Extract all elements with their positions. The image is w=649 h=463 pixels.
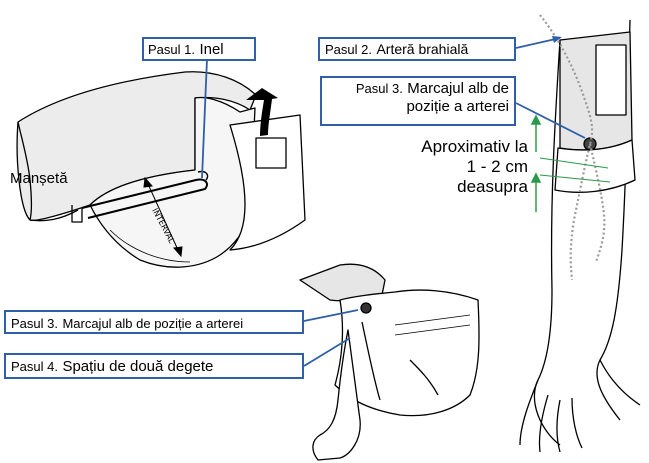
step3-right-line1: Marcajul alb de <box>407 80 509 97</box>
step3-left-text: Marcajul alb de poziție a arterei <box>62 316 244 331</box>
step3-right-callout: Pasul 3. Marcajul alb de poziție a arter… <box>320 76 516 126</box>
step4-callout: Pasul 4. Spațiu de două degete <box>4 353 304 379</box>
measure-arrows <box>530 114 542 212</box>
step3-right-prefix: Pasul 3. <box>355 81 403 96</box>
hand-fingers <box>312 329 361 461</box>
step1-callout: Pasul 1. Inel <box>142 37 256 61</box>
step3-left-prefix: Pasul 3. <box>11 316 58 331</box>
step1-prefix: Pasul 1. <box>148 42 195 57</box>
step3-right-line2: poziție a arterei <box>406 98 509 116</box>
artery-lines <box>539 14 606 281</box>
step4-text: Spațiu de două degete <box>62 358 214 375</box>
flap-velcro-patch <box>255 137 287 169</box>
leader-lines <box>201 37 586 367</box>
interval-indicator <box>143 176 183 258</box>
approx-line3: deasupra <box>457 177 528 197</box>
leader-step2 <box>515 37 561 49</box>
d-ring <box>81 178 208 219</box>
step1-text: Inel <box>199 41 224 58</box>
wrapped-artery-marker <box>360 302 372 314</box>
arm-illustration <box>519 19 641 453</box>
leader-step1 <box>201 58 208 179</box>
step2-text: Arteră brahială <box>376 41 469 57</box>
step2-prefix: Pasul 2. <box>325 42 372 57</box>
leader-step3-right <box>515 102 586 139</box>
leader-step4 <box>303 337 351 367</box>
step4-prefix: Pasul 4. <box>11 359 58 374</box>
step3-left-callout: Pasul 3. Marcajul alb de poziție a arter… <box>4 310 304 334</box>
approx-line2: 1 - 2 cm <box>466 157 528 177</box>
wrapped-cuff-illustration <box>299 263 480 461</box>
wrapped-cuff-body <box>334 289 480 417</box>
leader-step2-arrowhead <box>552 36 562 43</box>
cuff-illustration <box>16 71 306 268</box>
fold-arrow-icon <box>246 88 278 136</box>
step2-callout: Pasul 2. Arteră brahială <box>318 37 516 61</box>
cuff-label: Manșetă <box>10 170 68 187</box>
approx-line1: Aproximativ la <box>421 137 528 156</box>
arm-outline <box>533 39 561 446</box>
approx-distance-label: Aproximativ la 1 - 2 cm deasupra <box>390 137 528 197</box>
leader-step3-left <box>303 309 359 322</box>
arm-measure-lines <box>539 157 611 183</box>
arm-cuff-window <box>595 44 627 116</box>
